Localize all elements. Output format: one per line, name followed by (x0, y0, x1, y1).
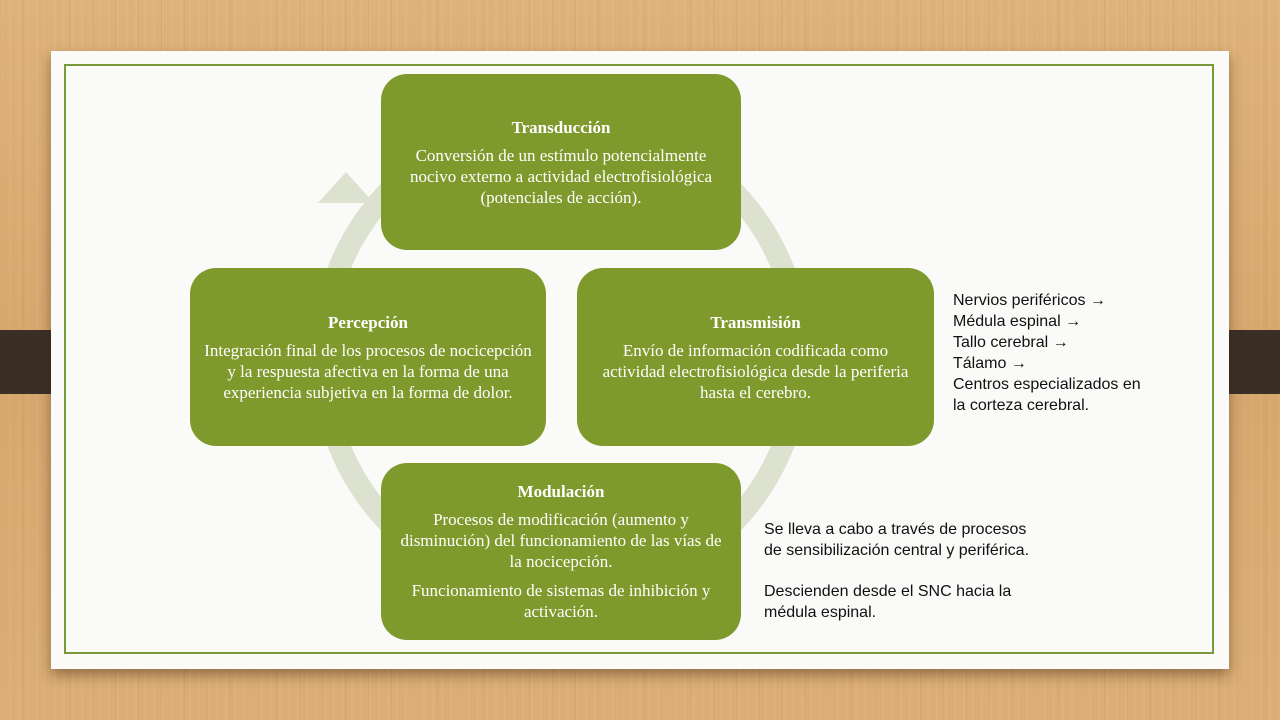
node-title: Modulación (517, 482, 605, 501)
node-percepcion: Percepción Integración final de los proc… (190, 268, 546, 446)
node-body: Procesos de modificación (aumento y dism… (400, 510, 722, 571)
modulation-note-line: Descienden desde el SNC hacia la (764, 583, 1012, 600)
node-body: Integración final de los procesos de noc… (204, 340, 532, 402)
pathway-line: Centros especializados en (953, 376, 1141, 393)
modulation-note-paragraph: Se lleva a cabo a través de procesos de … (764, 519, 1029, 561)
modulation-note-paragraph: Descienden desde el SNC hacia la médula … (764, 581, 1029, 623)
modulation-note-line: Se lleva a cabo a través de procesos (764, 521, 1027, 538)
node-body: Funcionamiento de sistemas de inhibición… (411, 581, 711, 621)
node-body: Conversión de un estímulo potencialmente… (409, 145, 713, 207)
pathway-line: Médula espinal → (953, 313, 1082, 330)
modulation-note-line: médula espinal. (764, 604, 877, 621)
pathway-note: Nervios periféricos → Médula espinal → T… (953, 290, 1141, 416)
pathway-line: Tallo cerebral → (953, 334, 1069, 351)
modulation-note: Se lleva a cabo a través de procesos de … (764, 519, 1029, 623)
node-transmision: Transmisión Envío de información codific… (577, 268, 934, 446)
node-body: Envío de información codificada como act… (602, 340, 909, 402)
node-modulacion: Modulación Procesos de modificación (aum… (381, 463, 741, 640)
node-title: Percepción (328, 312, 408, 332)
cycle-arrowhead-icon (318, 172, 374, 203)
node-transduccion: Transducción Conversión de un estímulo p… (381, 74, 741, 250)
modulation-note-line: de sensibilización central y periférica. (764, 542, 1030, 559)
slide-frame (64, 64, 1214, 654)
node-title: Transmisión (710, 312, 801, 332)
pathway-line: la corteza cerebral. (953, 397, 1090, 414)
node-title: Transducción (511, 117, 611, 137)
pathway-line: Nervios periféricos → (953, 292, 1106, 309)
pathway-line: Tálamo → (953, 355, 1027, 372)
